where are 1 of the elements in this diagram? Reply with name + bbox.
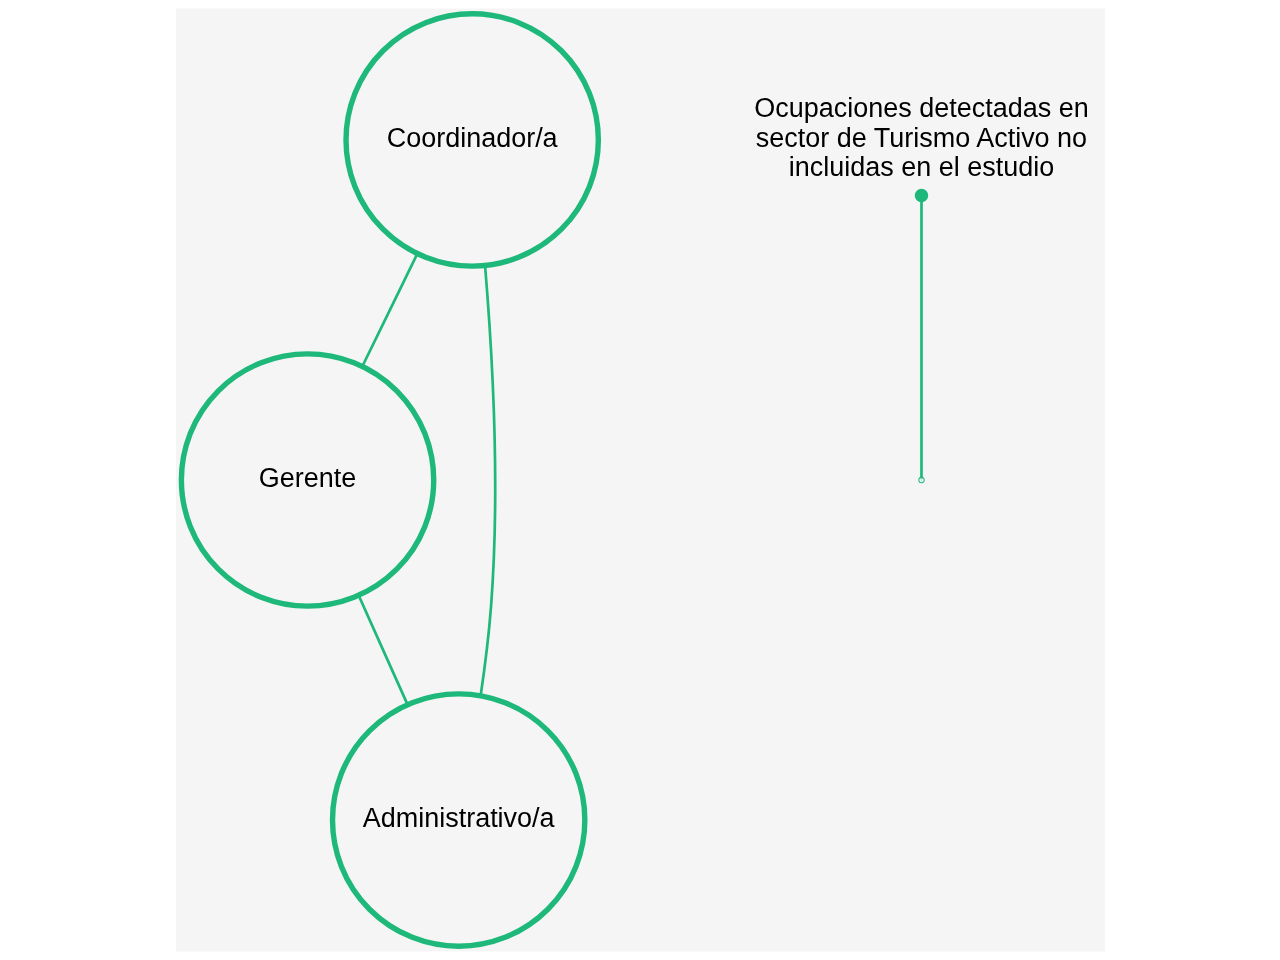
node-text: Ocupaciones detectadas en sector de Turismo Activo no incluidas en el estudio bbox=[753, 93, 1089, 183]
